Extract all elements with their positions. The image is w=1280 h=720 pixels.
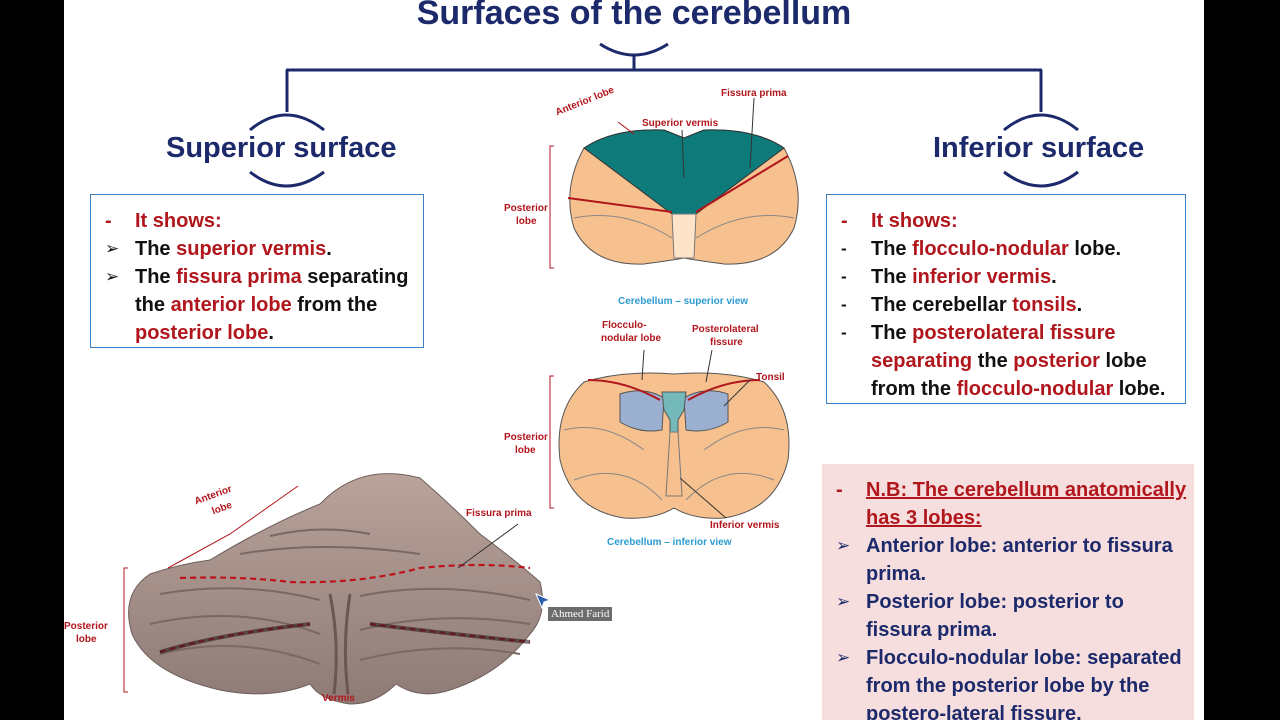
slide-title: Surfaces of the cerebellum	[416, 0, 852, 32]
label-fissura-prima: Fissura prima	[721, 88, 787, 99]
label-superior-vermis: Superior vermis	[642, 118, 719, 129]
photo-label-fissura-prima: Fissura prima	[466, 508, 532, 519]
label-inferior-vermis: Inferior vermis	[710, 520, 780, 531]
caption-superior-view: Cerebellum – superior view	[618, 296, 749, 307]
arrow-bullet-icon: ➢	[105, 239, 120, 258]
photo-label-posterior-lobe: lobe	[76, 634, 97, 645]
caption-inferior-view: Cerebellum – inferior view	[607, 537, 732, 548]
label-lobe: lobe	[516, 216, 537, 227]
label-tonsil: Tonsil	[756, 372, 785, 383]
photo-label-vermis: Vermis	[322, 693, 355, 704]
cursor-name-tag: Ahmed Farid	[548, 607, 613, 621]
arrow-bullet-icon: ➢	[836, 536, 851, 555]
cerebellum-photo	[123, 473, 543, 705]
arrow-bullet-icon: ➢	[836, 592, 851, 611]
tree-connectors	[249, 42, 1079, 188]
slide: Surfaces of the cerebellum Superior surf…	[64, 0, 1204, 720]
label-flocculo: Flocculo-	[602, 320, 647, 331]
inferior-view-diagram	[549, 350, 790, 519]
photo-label-posterior: Posterior	[64, 621, 108, 632]
superior-surface-heading: Superior surface	[166, 132, 397, 164]
inferior-surface-heading: Inferior surface	[933, 132, 1145, 164]
arrow-bullet-icon: ➢	[836, 648, 851, 667]
label-posterior-2: Posterior	[504, 432, 548, 443]
nb-box: - N.B: The cerebellum anatomically has 3…	[822, 464, 1194, 720]
inferior-surface-box: - It shows: - The flocculo-nodular lobe.…	[826, 194, 1186, 404]
label-lobe-2: lobe	[515, 445, 536, 456]
dash-bullet: -	[841, 210, 848, 232]
superior-surface-box: - It shows: ➢ The superior vermis. ➢ The…	[90, 194, 424, 348]
dash-bullet: -	[105, 210, 112, 232]
label-fissure: fissure	[710, 337, 743, 348]
label-posterolateral: Posterolateral	[692, 324, 759, 335]
cursor-arrow-icon	[535, 593, 552, 610]
inferior-shows: It shows:	[871, 210, 958, 232]
superior-view-diagram	[549, 97, 799, 269]
arrow-bullet-icon: ➢	[105, 267, 120, 286]
label-posterior: Posterior	[504, 203, 548, 214]
superior-shows: It shows:	[135, 210, 222, 232]
label-nodular-lobe: nodular lobe	[601, 333, 661, 344]
